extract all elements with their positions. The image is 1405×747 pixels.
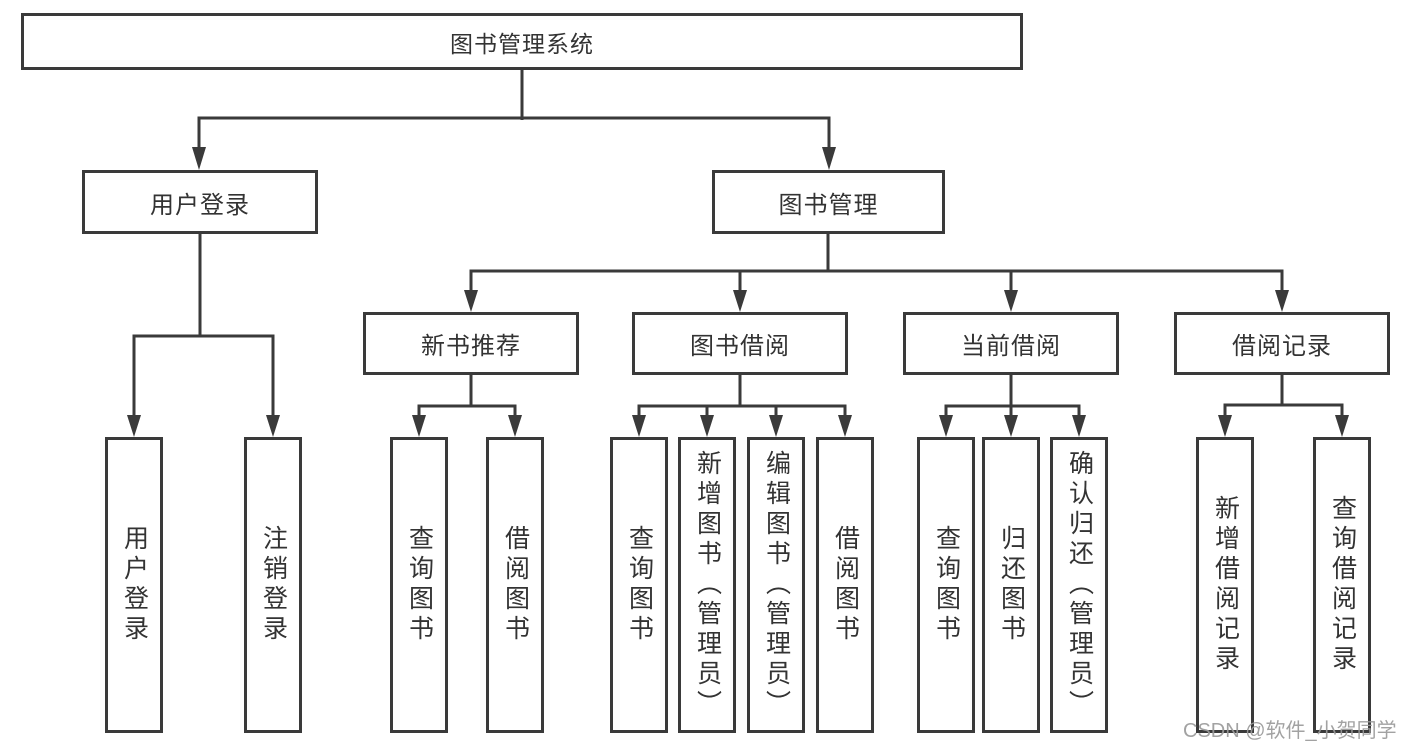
node-book-management: 图书管理: [712, 170, 945, 234]
leaf-query-borrow-record: 查询借阅记录: [1313, 437, 1371, 733]
leaf-logout: 注销登录: [244, 437, 302, 733]
node-label: 新增图书（管理员）: [693, 450, 722, 720]
node-book-borrowing: 图书借阅: [632, 312, 848, 375]
node-label: 图书管理: [778, 191, 879, 219]
leaf-query-books-borrowing: 查询图书: [610, 437, 668, 733]
node-label: 用户登录: [120, 525, 149, 645]
node-label: 图书管理系统: [450, 30, 594, 57]
node-label: 确认归还（管理员）: [1065, 450, 1094, 720]
node-label: 查询图书: [405, 525, 434, 645]
leaf-borrow-books-recommend: 借阅图书: [486, 437, 544, 733]
node-label: 编辑图书（管理员）: [762, 450, 791, 720]
arrowhead-icons: [127, 147, 1349, 437]
watermark: CSDN @软件_小贺同学: [1183, 720, 1397, 742]
leaf-confirm-return-admin: 确认归还（管理员）: [1050, 437, 1108, 733]
node-label: 查询图书: [625, 525, 654, 645]
node-label: 查询图书: [932, 525, 961, 645]
leaf-user-login: 用户登录: [105, 437, 163, 733]
node-borrowing-records: 借阅记录: [1174, 312, 1390, 375]
leaf-add-book-admin: 新增图书（管理员）: [678, 437, 736, 733]
node-label: 归还图书: [997, 525, 1026, 645]
node-label: 当前借阅: [961, 333, 1061, 360]
tree-edges: [132, 68, 1344, 418]
leaf-return-books: 归还图书: [982, 437, 1040, 733]
node-label: 用户登录: [150, 191, 250, 219]
node-library-management-system: 图书管理系统: [21, 13, 1023, 70]
leaf-add-borrow-record: 新增借阅记录: [1196, 437, 1254, 733]
node-current-borrowing: 当前借阅: [903, 312, 1119, 375]
leaf-borrow-books-borrowing: 借阅图书: [816, 437, 874, 733]
leaf-query-books-current: 查询图书: [917, 437, 975, 733]
node-label: 注销登录: [259, 525, 288, 645]
node-label: 借阅记录: [1232, 333, 1332, 360]
node-label: 借阅图书: [501, 525, 530, 645]
leaf-query-books-recommend: 查询图书: [390, 437, 448, 733]
node-label: 新增借阅记录: [1211, 495, 1240, 675]
node-label: 查询借阅记录: [1328, 495, 1357, 675]
node-label: 新书推荐: [421, 333, 521, 360]
node-user-login: 用户登录: [82, 170, 318, 234]
node-label: 图书借阅: [690, 333, 790, 360]
leaf-edit-book-admin: 编辑图书（管理员）: [747, 437, 805, 733]
node-new-book-recommendation: 新书推荐: [363, 312, 579, 375]
node-label: 借阅图书: [831, 525, 860, 645]
